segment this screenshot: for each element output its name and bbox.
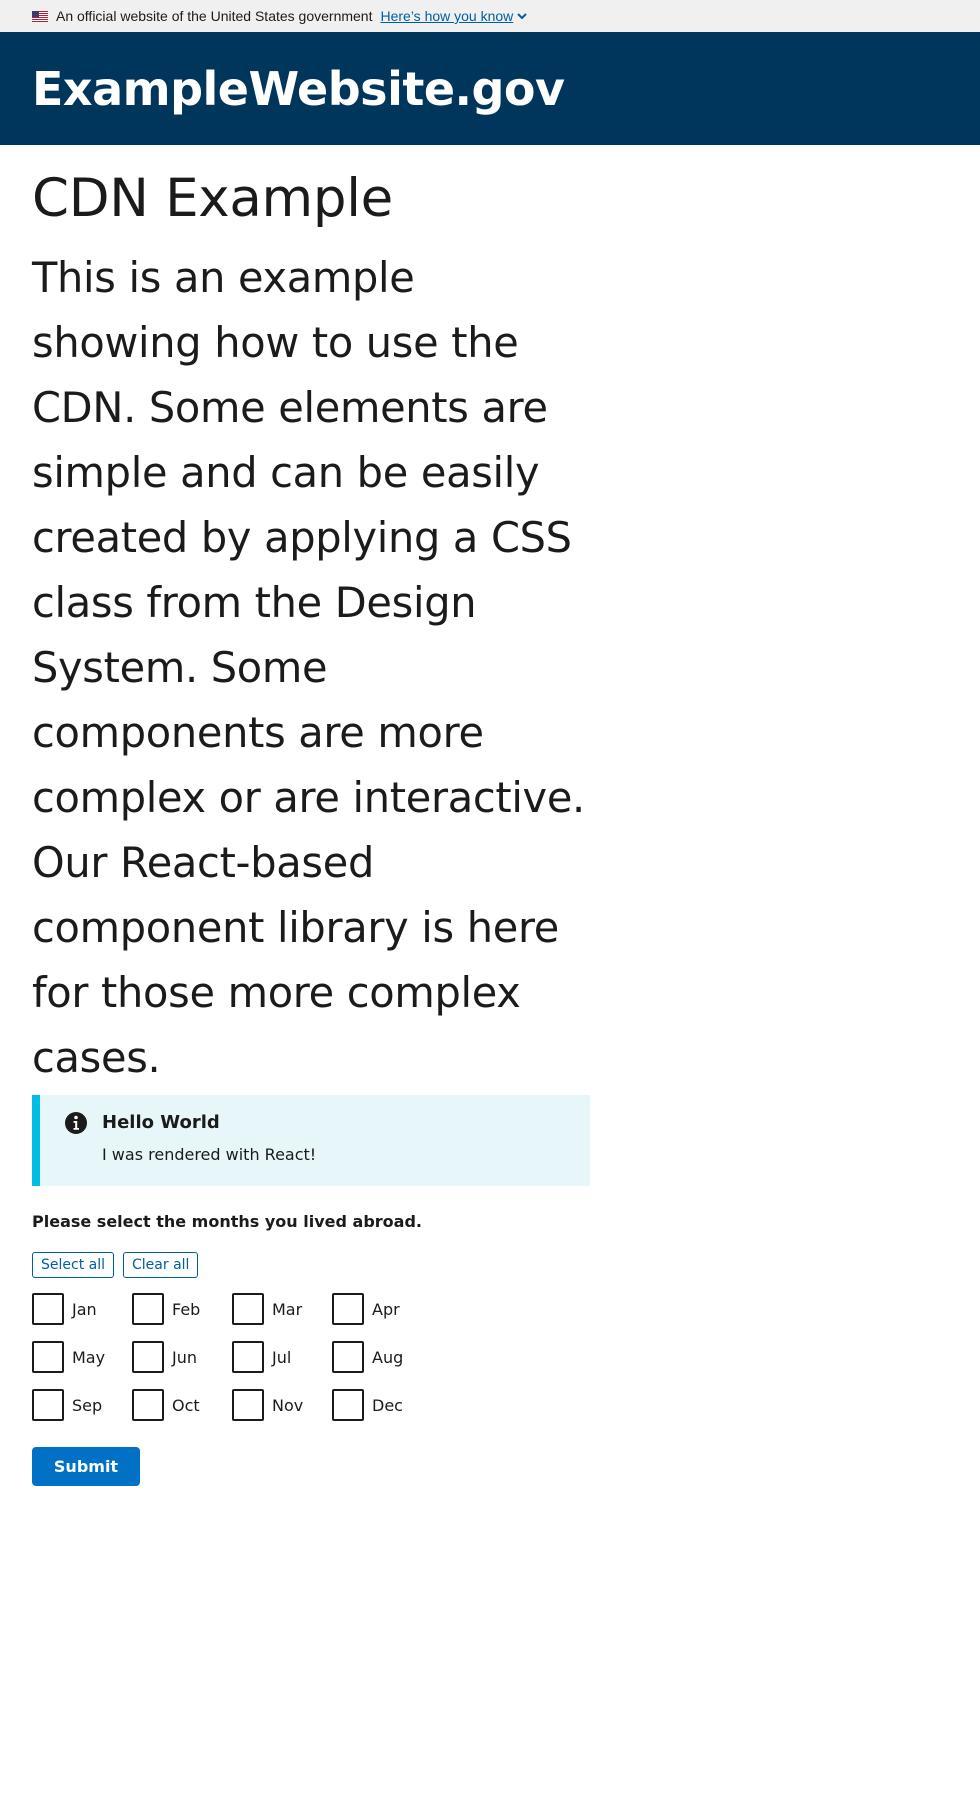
month-label[interactable]: Mar [272,1299,303,1319]
site-header: ExampleWebsite.gov [0,32,980,145]
checkbox[interactable] [232,1293,264,1325]
main-content: CDN Example This is an example showing h… [0,145,590,1486]
site-title[interactable]: ExampleWebsite.gov [32,61,565,116]
alert-heading: Hello World [102,1112,220,1133]
month-option-jul[interactable]: Jul [232,1341,332,1373]
intro-paragraph: This is an example showing how to use th… [32,253,585,1082]
checkbox[interactable] [132,1293,164,1325]
month-option-dec[interactable]: Dec [332,1389,432,1421]
bulk-actions: Select all Clear all [32,1252,590,1278]
month-label[interactable]: Dec [372,1395,403,1415]
month-label[interactable]: Nov [272,1395,304,1415]
month-label[interactable]: Jan [72,1299,97,1319]
month-option-may[interactable]: May [32,1341,132,1373]
checkbox[interactable] [332,1389,364,1421]
month-label[interactable]: May [72,1347,106,1367]
chevron-down-icon[interactable] [516,10,528,22]
info-icon [65,1112,87,1134]
month-label[interactable]: Oct [172,1395,200,1415]
checkbox[interactable] [32,1341,64,1373]
checkbox[interactable] [332,1293,364,1325]
select-all-button[interactable]: Select all [32,1252,114,1278]
month-label[interactable]: Apr [372,1299,400,1319]
month-checkbox-grid: Jan Feb Mar Apr May Jun Jul Aug Sep Oct … [32,1293,590,1421]
month-option-oct[interactable]: Oct [132,1389,232,1421]
month-option-mar[interactable]: Mar [232,1293,332,1325]
month-label[interactable]: Aug [372,1347,404,1367]
alert-text: I was rendered with React! [102,1145,317,1164]
checkbox[interactable] [32,1389,64,1421]
how-you-know-label[interactable]: Here’s how you know [380,8,514,24]
month-label[interactable]: Jun [172,1347,197,1367]
month-label[interactable]: Jul [272,1347,292,1367]
clear-all-button[interactable]: Clear all [123,1252,199,1278]
month-option-apr[interactable]: Apr [332,1293,432,1325]
page-title: CDN Example [32,168,393,229]
checkbox[interactable] [232,1341,264,1373]
month-option-feb[interactable]: Feb [132,1293,232,1325]
how-you-know-link[interactable]: Here’s how you know [380,8,528,24]
checkbox[interactable] [332,1341,364,1373]
us-flag-icon [32,10,48,22]
month-option-jun[interactable]: Jun [132,1341,232,1373]
month-option-sep[interactable]: Sep [32,1389,132,1421]
checkbox[interactable] [132,1341,164,1373]
gov-banner: An official website of the United States… [0,0,980,32]
banner-text: An official website of the United States… [56,8,373,24]
checkbox[interactable] [232,1389,264,1421]
alert-body: Hello World I was rendered with React! [102,1111,316,1186]
checkbox[interactable] [132,1389,164,1421]
month-label[interactable]: Feb [172,1299,201,1319]
months-fieldset: Please select the months you lived abroa… [32,1212,590,1486]
checkbox[interactable] [32,1293,64,1325]
month-label[interactable]: Sep [72,1395,103,1415]
submit-button[interactable]: Submit [32,1447,140,1486]
months-legend: Please select the months you lived abroa… [32,1212,422,1231]
info-alert: Hello World I was rendered with React! [32,1095,590,1186]
month-option-jan[interactable]: Jan [32,1293,132,1325]
month-option-nov[interactable]: Nov [232,1389,332,1421]
month-option-aug[interactable]: Aug [332,1341,432,1373]
